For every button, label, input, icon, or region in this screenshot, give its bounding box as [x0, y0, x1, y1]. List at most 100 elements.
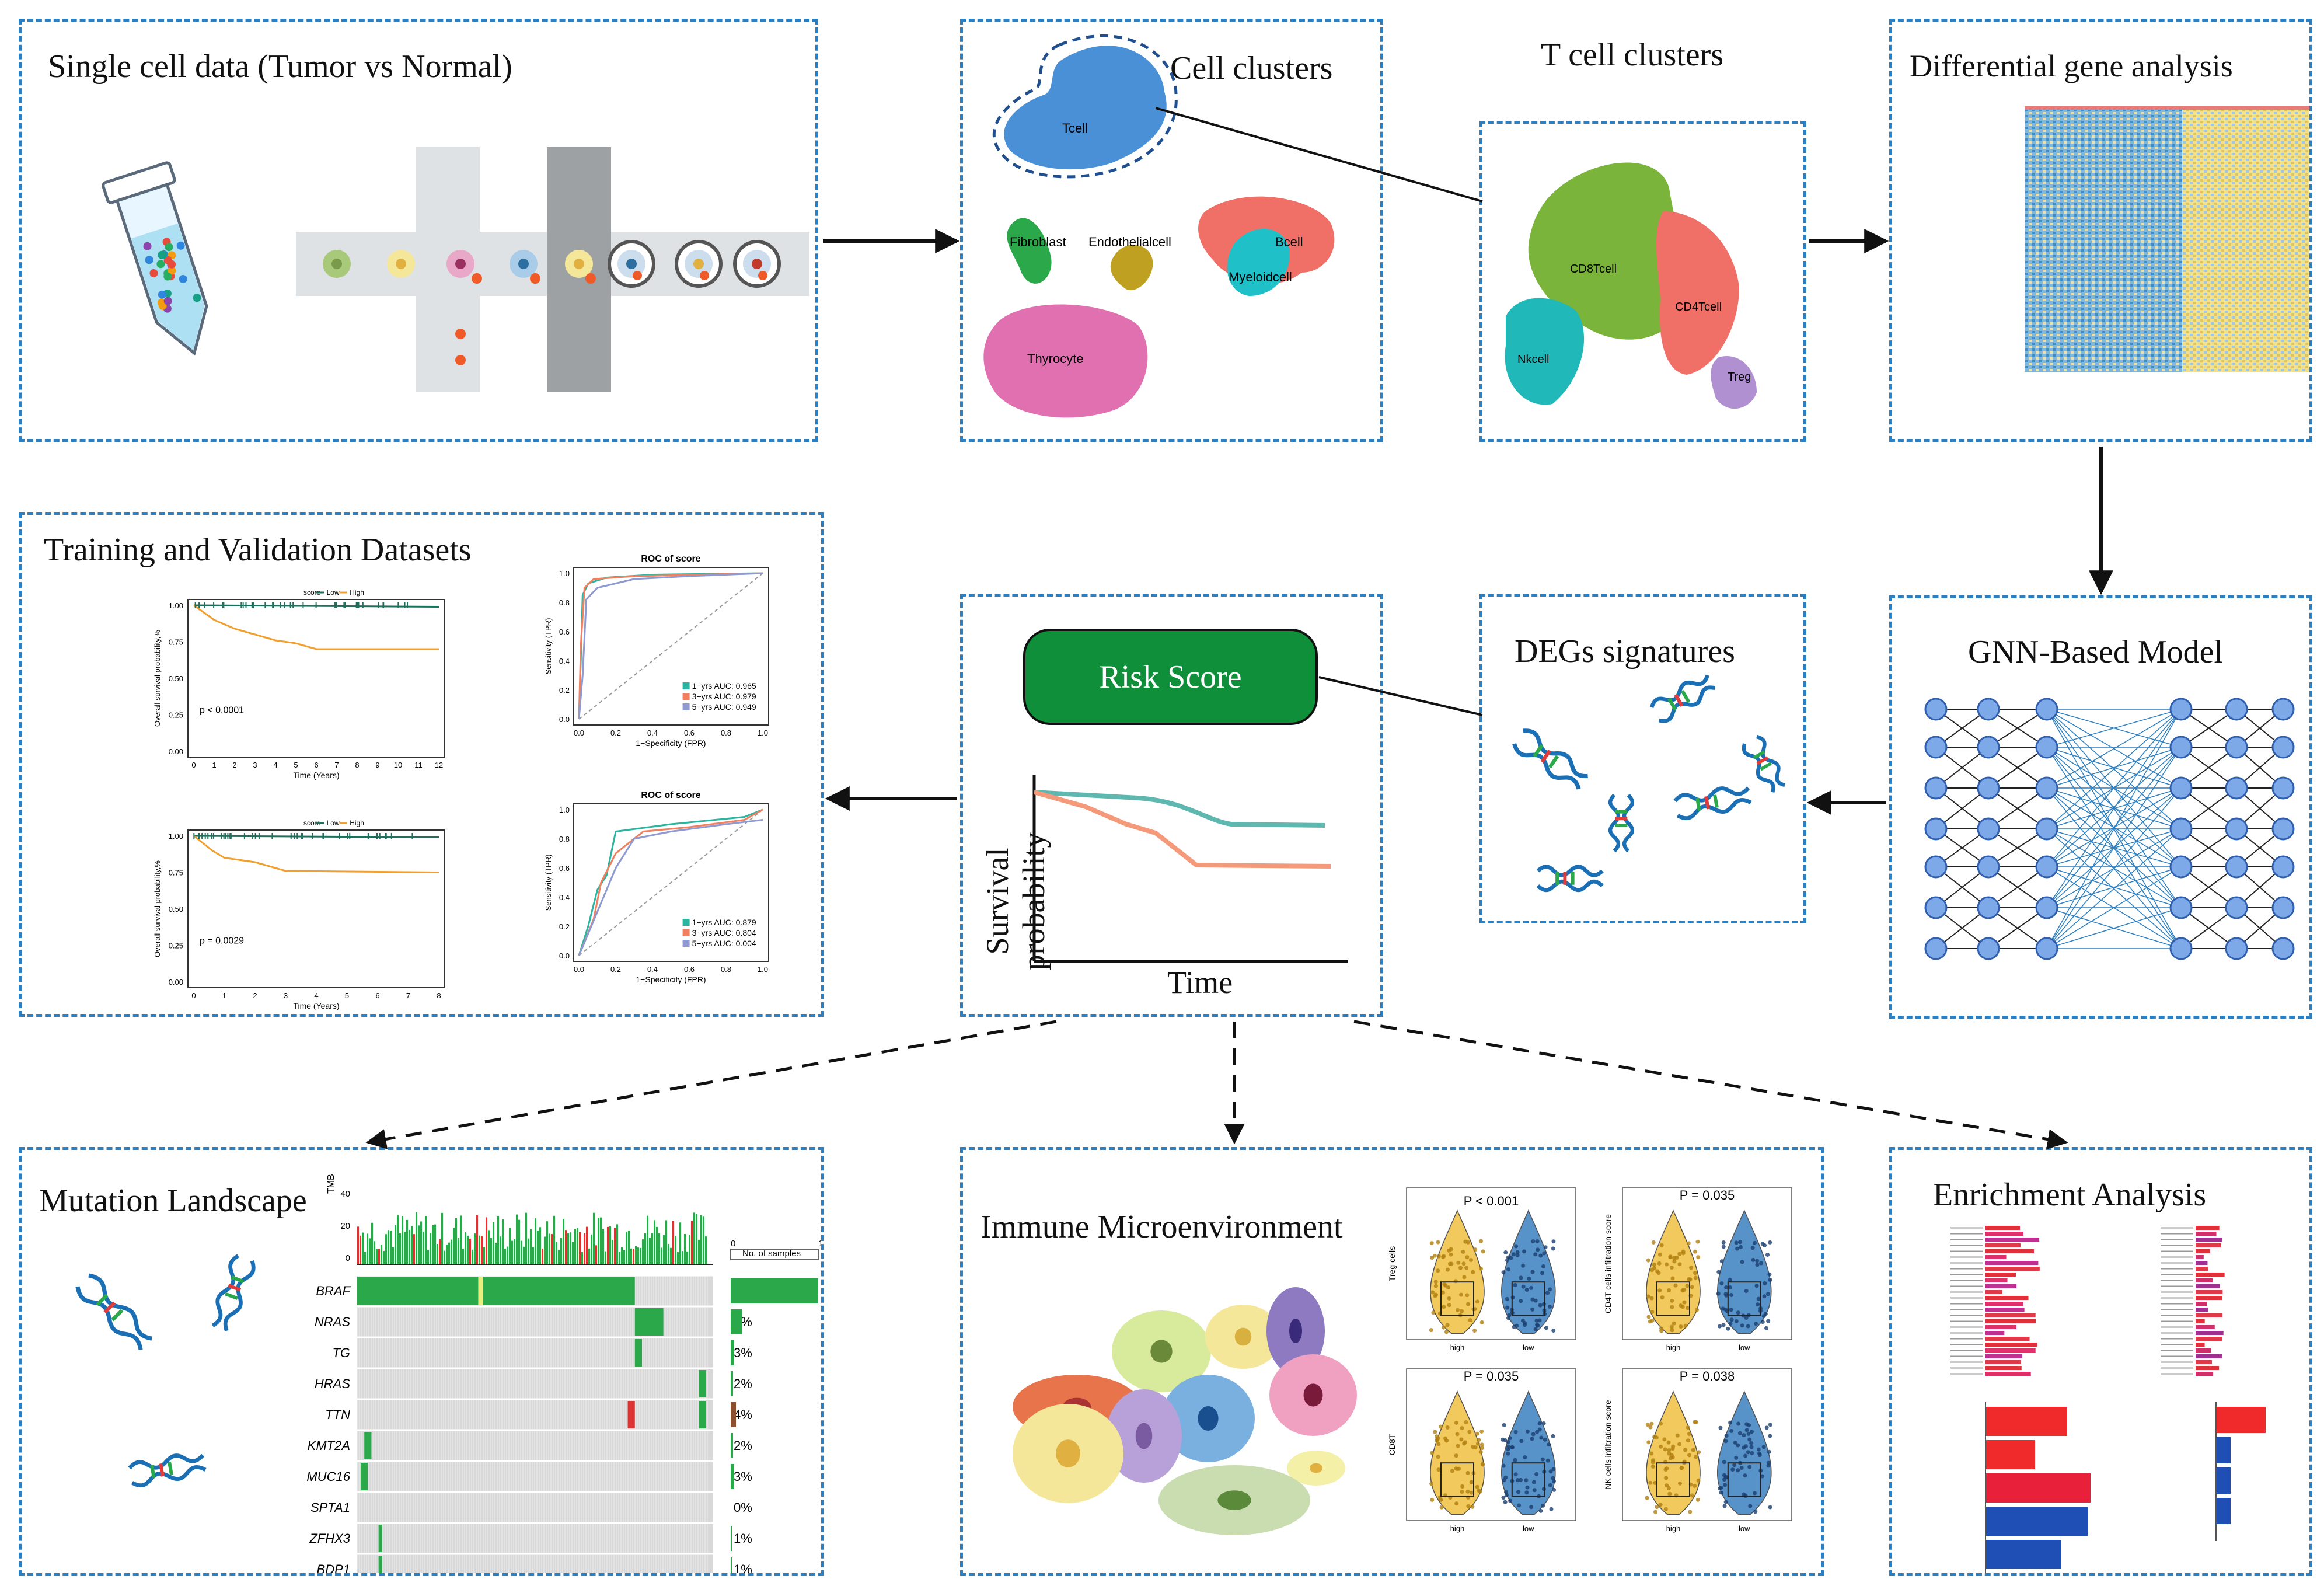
- encapsulated-nucleus: [752, 259, 762, 269]
- violin-point: [1685, 1284, 1690, 1288]
- tmb-bar: [621, 1247, 623, 1264]
- gnn-node: [2225, 896, 2248, 919]
- violin-point: [1756, 1447, 1761, 1452]
- violin-ylabel: NK cells infiltration score: [1603, 1400, 1613, 1489]
- violin-point: [1540, 1271, 1545, 1275]
- violin-point: [1517, 1503, 1522, 1508]
- enrichment-bar: [1985, 1302, 2023, 1306]
- violin-point: [1466, 1302, 1471, 1306]
- violin-point: [1529, 1505, 1534, 1510]
- dna-backbone-a: [223, 1260, 256, 1331]
- dna-backbone-a: [1649, 674, 1709, 709]
- roc-legend-entry: 1−yrs AUC: 0.879: [692, 918, 756, 927]
- gnn-edge: [1988, 747, 2047, 789]
- violin-point: [1430, 1451, 1435, 1455]
- panel-cell-clusters: Cell clusters Tcell Fibroblast Endotheli…: [960, 19, 1383, 442]
- violin-point: [1530, 1437, 1534, 1441]
- violin-point: [1502, 1423, 1506, 1428]
- violin-point: [1509, 1256, 1513, 1260]
- tmb-bar: [483, 1247, 485, 1264]
- violin-point: [1693, 1271, 1697, 1275]
- kegg-bar: [2216, 1498, 2231, 1524]
- violin-point: [1667, 1448, 1672, 1453]
- violin-point: [1748, 1504, 1753, 1508]
- tmb-bar: [406, 1219, 408, 1264]
- gnn-node: [2225, 937, 2248, 960]
- mutation-block: [364, 1432, 372, 1459]
- enrichment-bar: [1985, 1255, 2007, 1259]
- immune-cell-nucleus: [1135, 1423, 1153, 1449]
- enrichment-bar: [2196, 1249, 2210, 1253]
- km-legend-low: Low: [327, 588, 340, 597]
- km-ytick: 0.50: [169, 674, 183, 683]
- roc-ytick: 0.8: [559, 598, 570, 607]
- violin-point: [1649, 1421, 1654, 1426]
- violin-point: [1734, 1319, 1739, 1323]
- tmb-bar: [516, 1214, 518, 1264]
- enrichment-bar: [1985, 1267, 2040, 1271]
- dna-base-pair: [150, 1465, 156, 1479]
- violin-point: [1746, 1431, 1751, 1436]
- tmb-bar: [395, 1225, 396, 1264]
- violin-point: [1670, 1328, 1674, 1333]
- violin-point: [1655, 1269, 1660, 1274]
- enrichment-bar: [1985, 1319, 2036, 1323]
- barcode-bead: [530, 273, 540, 284]
- violin-point: [1469, 1480, 1474, 1484]
- violin-point: [1768, 1423, 1772, 1427]
- arrow-risk-to-mutation: [365, 1020, 1057, 1149]
- roc-ylabel: Sensitivity (TPR): [544, 618, 553, 675]
- tmb-bar: [444, 1250, 445, 1264]
- gene-label: HRAS: [315, 1376, 350, 1391]
- violin-point: [1747, 1423, 1751, 1428]
- roc-legend-swatch: [682, 919, 690, 926]
- gnn-edge: [2046, 747, 2182, 949]
- violin-xtick: high: [1666, 1343, 1681, 1352]
- gene-pct: 4%: [734, 1407, 752, 1422]
- braf-mutation-block: [357, 1277, 635, 1305]
- violin-point: [1757, 1453, 1762, 1458]
- gnn-node: [2035, 896, 2058, 919]
- violin-frame: [1406, 1187, 1576, 1340]
- tmb-bar: [563, 1218, 564, 1264]
- tmb-bar: [644, 1233, 646, 1264]
- violin-point: [1693, 1249, 1697, 1254]
- gene-pct: 3%: [734, 1469, 752, 1484]
- tmb-bar: [553, 1215, 555, 1264]
- roc-legend-swatch: [682, 940, 690, 947]
- tmb-bar: [521, 1240, 522, 1264]
- gnn-edge: [2046, 747, 2182, 867]
- risk-score-button[interactable]: Risk Score: [1023, 629, 1318, 725]
- violin-point: [1503, 1490, 1508, 1494]
- km-legend-high: High: [350, 819, 364, 827]
- tmb-bar: [493, 1222, 494, 1264]
- violin-point: [1445, 1267, 1450, 1272]
- violin-point: [1436, 1455, 1440, 1459]
- gnn-edge: [2046, 907, 2182, 949]
- enrichment-bars: [2161, 1226, 2225, 1376]
- violin-point: [1456, 1444, 1460, 1448]
- violin-point: [1511, 1252, 1516, 1257]
- violin-point: [1453, 1279, 1458, 1284]
- violin-point: [1472, 1329, 1477, 1333]
- violin-point: [1552, 1487, 1557, 1492]
- enrichment-bar: [1985, 1372, 2031, 1376]
- violin-point: [1481, 1462, 1485, 1467]
- tmb-bar: [504, 1248, 506, 1264]
- dna-base-pair: [1760, 762, 1772, 771]
- violin-point: [1646, 1440, 1651, 1445]
- violin-point: [1524, 1288, 1529, 1292]
- violin-point: [1669, 1266, 1674, 1270]
- violin-point: [1533, 1252, 1538, 1257]
- violin-point: [1478, 1266, 1483, 1271]
- violin-point: [1510, 1295, 1515, 1300]
- violin-point: [1447, 1248, 1451, 1253]
- tube-cell-dot: [163, 297, 172, 305]
- violin-point: [1678, 1481, 1683, 1486]
- violin-point: [1532, 1488, 1537, 1493]
- violin-xtick: high: [1450, 1524, 1465, 1533]
- violin-point: [1764, 1326, 1769, 1330]
- arrow-risk-to-enrichment: [1353, 1020, 2068, 1149]
- gnn-node: [2035, 698, 2058, 721]
